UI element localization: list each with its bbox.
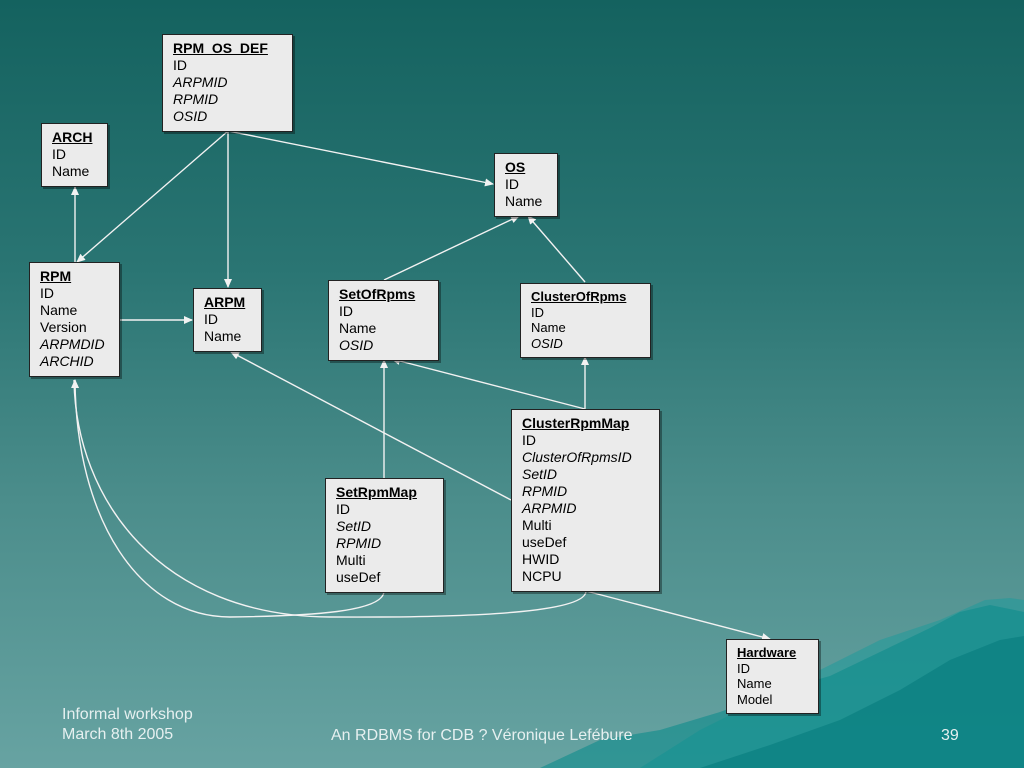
field: Name bbox=[339, 320, 377, 336]
field: Name bbox=[737, 676, 772, 691]
field: NCPU bbox=[522, 568, 562, 584]
field: ID bbox=[737, 660, 750, 676]
field: Version bbox=[40, 319, 87, 335]
field: useDef bbox=[336, 569, 381, 585]
field: ClusterOfRpmsID bbox=[522, 449, 632, 465]
field: Model bbox=[737, 691, 773, 707]
entity-title: ClusterRpmMap bbox=[522, 415, 630, 431]
footer-date: March 8th 2005 bbox=[62, 726, 174, 743]
field: ID bbox=[40, 285, 54, 301]
field: Name bbox=[505, 193, 543, 209]
entity-title: ARCH bbox=[52, 129, 93, 145]
entity-title: ARPM bbox=[204, 294, 246, 310]
field: ID bbox=[173, 57, 187, 73]
entity-hardware: Hardware ID Name Model bbox=[726, 639, 819, 714]
slide-number: 39 bbox=[941, 727, 959, 744]
field: ID bbox=[522, 432, 536, 448]
field: Multi bbox=[336, 552, 366, 568]
field: useDef bbox=[522, 534, 567, 550]
field: Name bbox=[531, 320, 566, 335]
field: OSID bbox=[173, 108, 208, 124]
field: ARPMID bbox=[522, 500, 577, 516]
field: ID bbox=[204, 311, 218, 327]
field: OSID bbox=[531, 335, 563, 351]
entity-title: OS bbox=[505, 159, 526, 175]
field: Multi bbox=[522, 517, 552, 533]
field: ARPMDID bbox=[40, 336, 105, 352]
field: OSID bbox=[339, 337, 374, 353]
entity-setrpmmap: SetRpmMap ID SetID RPMID Multi useDef bbox=[325, 478, 444, 593]
entity-title: RPM bbox=[40, 268, 72, 284]
footer-title: An RDBMS for CDB ? Véronique Lefébure bbox=[331, 727, 633, 744]
entity-arpm: ARPM ID Name bbox=[193, 288, 262, 352]
field: ARPMID bbox=[173, 74, 228, 90]
field: Name bbox=[204, 328, 242, 344]
entity-rpm-os-def: RPM_OS_DEF ID ARPMID RPMID OSID bbox=[162, 34, 293, 132]
entity-title: SetOfRpms bbox=[339, 286, 416, 302]
field: ID bbox=[505, 176, 519, 192]
entity-clusterrpmmap: ClusterRpmMap ID ClusterOfRpmsID SetID R… bbox=[511, 409, 660, 592]
footer-event: Informal workshop March 8th 2005 bbox=[62, 705, 193, 745]
entity-os: OS ID Name bbox=[494, 153, 558, 217]
field: RPMID bbox=[522, 483, 568, 499]
field: ID bbox=[531, 304, 544, 320]
field: SetID bbox=[522, 466, 558, 482]
field: ID bbox=[339, 303, 353, 319]
entity-clusterofrpms: ClusterOfRpms ID Name OSID bbox=[520, 283, 651, 358]
field: ID bbox=[52, 146, 66, 162]
entity-rpm: RPM ID Name Version ARPMDID ARCHID bbox=[29, 262, 120, 377]
field: SetID bbox=[336, 518, 372, 534]
entity-setofrpms: SetOfRpms ID Name OSID bbox=[328, 280, 439, 361]
field: RPMID bbox=[336, 535, 382, 551]
footer-event-name: Informal workshop bbox=[62, 706, 193, 723]
entity-title: SetRpmMap bbox=[336, 484, 417, 500]
field: Name bbox=[52, 163, 90, 179]
entity-arch: ARCH ID Name bbox=[41, 123, 108, 187]
entity-title: ClusterOfRpms bbox=[531, 289, 627, 304]
field: ID bbox=[336, 501, 350, 517]
field: RPMID bbox=[173, 91, 219, 107]
field: ARCHID bbox=[40, 353, 94, 369]
entity-title: RPM_OS_DEF bbox=[173, 40, 268, 56]
field: Name bbox=[40, 302, 78, 318]
entity-title: Hardware bbox=[737, 645, 797, 660]
field: HWID bbox=[522, 551, 560, 567]
